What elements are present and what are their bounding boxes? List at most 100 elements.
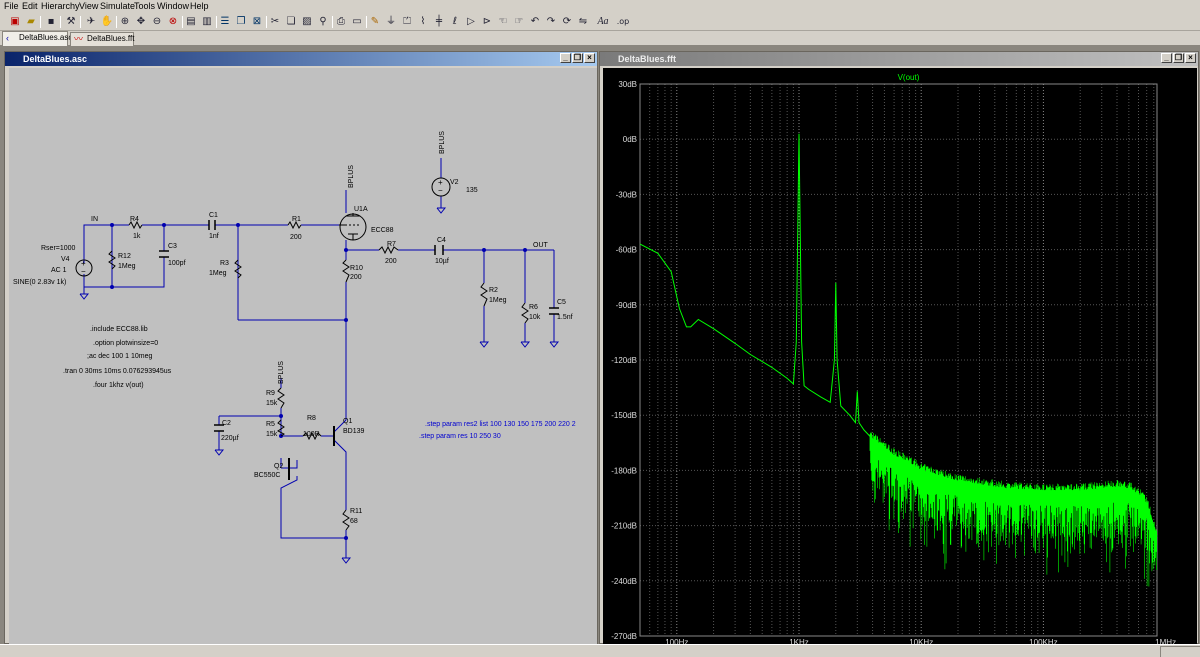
- r1-symbol: [287, 220, 302, 230]
- pan-icon[interactable]: ✥: [136, 16, 146, 27]
- print-icon[interactable]: ⎙: [337, 16, 345, 27]
- new-schematic-icon[interactable]: ▣: [10, 16, 20, 27]
- menu-tools[interactable]: Tools: [134, 1, 156, 11]
- print-preview-icon[interactable]: ▭: [352, 16, 362, 27]
- x-tick-label: 10KHz: [909, 638, 933, 646]
- r7-label: R7: [387, 241, 396, 248]
- save-icon[interactable]: ▪: [47, 16, 55, 27]
- text-icon[interactable]: Aa: [597, 16, 609, 27]
- menu-window[interactable]: Window: [157, 1, 190, 11]
- q1-label: Q1: [343, 418, 352, 425]
- fft-window-title: DeltaBlues.fft: [618, 54, 677, 64]
- schematic-canvas[interactable]: + − + −: [9, 68, 597, 644]
- menu-help[interactable]: Help: [190, 1, 209, 11]
- r6-label: R6: [529, 304, 538, 311]
- capacitor-icon[interactable]: ╪: [435, 16, 443, 27]
- cut-icon[interactable]: ✂: [270, 16, 280, 27]
- y-tick-label: -30dB: [616, 190, 637, 199]
- schematic-window[interactable]: DeltaBlues.asc _❐×: [4, 51, 598, 644]
- capacitors: [159, 220, 559, 432]
- fft-window-titlebar[interactable]: DeltaBlues.fft _❐×: [600, 52, 1198, 66]
- u1a-label: U1A: [354, 206, 368, 213]
- toolbar: ▣ ▰ ▪ ⚒ ✈ ✋ ⊕ ✥ ⊖ ⊗ ▤ ▥ ☰ ❐ ⊠ ✂ ❏ ▨ ⚲ ⎙ …: [0, 13, 1200, 31]
- noise-spikes: [869, 431, 1157, 587]
- q2-model: BC550C: [254, 472, 280, 479]
- halt-icon[interactable]: ✋: [100, 16, 114, 27]
- grid-horizontal: [640, 83, 1157, 637]
- zoom-in-icon[interactable]: ⊕: [120, 16, 130, 27]
- tile-horizontal-icon[interactable]: ☰: [220, 16, 230, 27]
- menu-simulate[interactable]: Simulate: [100, 1, 136, 11]
- r2-label: R2: [489, 287, 498, 294]
- restore-button[interactable]: ❐: [572, 53, 583, 63]
- drag-icon[interactable]: ☞: [514, 16, 524, 27]
- diode-icon[interactable]: ▷: [467, 16, 475, 27]
- menu-bar: File Edit Hierarchy View Simulate Tools …: [0, 0, 1200, 13]
- menu-edit[interactable]: Edit: [22, 1, 38, 11]
- paste-icon[interactable]: ▨: [302, 16, 312, 27]
- c1-label: C1: [209, 212, 218, 219]
- component-icon[interactable]: ⊳: [482, 16, 492, 27]
- close-window-icon[interactable]: ⊠: [252, 16, 262, 27]
- vout-trace: [639, 133, 1158, 537]
- c2-label: C2: [222, 420, 231, 427]
- spice-directive-icon[interactable]: .op: [616, 17, 630, 26]
- label-net-icon[interactable]: ⏍: [403, 16, 411, 27]
- schematic-window-titlebar[interactable]: DeltaBlues.asc _❐×: [5, 52, 597, 66]
- r2-symbol: [480, 282, 488, 307]
- status-pane: [1160, 646, 1200, 657]
- cascade-icon[interactable]: ❐: [236, 16, 246, 27]
- open-icon[interactable]: ▰: [27, 16, 35, 27]
- copy-icon[interactable]: ❏: [286, 16, 296, 27]
- directive-include: .include ECC88.lib: [90, 326, 148, 333]
- wire-icon[interactable]: ✎: [370, 16, 380, 27]
- r11-value: 68: [350, 518, 358, 525]
- ground-icon[interactable]: ⏚: [386, 16, 396, 27]
- directive-tran: .tran 0 30ms 10ms 0.076293945us: [63, 368, 172, 375]
- menu-file[interactable]: File: [4, 1, 19, 11]
- fft-close-button[interactable]: ×: [1185, 53, 1196, 63]
- y-tick-label: -180dB: [611, 466, 637, 475]
- step-directive-res2: .step param res2 list 100 130 150 175 20…: [425, 421, 576, 428]
- x-tick-label: 100KHz: [1029, 638, 1057, 646]
- schematic-window-title: DeltaBlues.asc: [23, 54, 88, 64]
- v2-value: 135: [466, 187, 478, 194]
- c4-label: C4: [437, 237, 446, 244]
- control-panel-icon[interactable]: ⚒: [66, 16, 76, 27]
- c5-label: C5: [557, 299, 566, 306]
- fft-restore-button[interactable]: ❐: [1173, 53, 1184, 63]
- step-directives: .step param res2 list 100 130 150 175 20…: [419, 421, 576, 440]
- mirror-icon[interactable]: ⇋: [578, 16, 588, 27]
- menu-hierarchy[interactable]: Hierarchy: [41, 1, 80, 11]
- r2-value: 1Meg: [489, 297, 507, 304]
- undo-icon[interactable]: ↶: [530, 16, 540, 27]
- r9-label: R9: [266, 390, 275, 397]
- zoom-extents-icon[interactable]: ▥: [202, 16, 212, 27]
- find-icon[interactable]: ⚲: [319, 16, 327, 27]
- zoom-cancel-icon[interactable]: ⊗: [168, 16, 178, 27]
- r3-value: 1Meg: [209, 270, 227, 277]
- status-bar: [0, 644, 1200, 657]
- close-button[interactable]: ×: [584, 53, 595, 63]
- rotate-icon[interactable]: ⟳: [562, 16, 572, 27]
- tab-fft[interactable]: 〰 DeltaBlues.fft: [70, 32, 134, 46]
- inductor-icon[interactable]: ℓ: [452, 16, 458, 27]
- autorange-icon[interactable]: ▤: [186, 16, 196, 27]
- fft-minimize-button[interactable]: _: [1161, 53, 1172, 63]
- y-tick-label: -150dB: [611, 411, 637, 420]
- resistor-icon[interactable]: ⌇: [420, 16, 426, 27]
- r7-symbol: [378, 245, 399, 255]
- menu-view[interactable]: View: [79, 1, 99, 11]
- r10-value: 200: [350, 274, 362, 281]
- tab-schematic[interactable]: ‹ DeltaBlues.asc: [2, 31, 72, 46]
- zoom-out-icon[interactable]: ⊖: [152, 16, 162, 27]
- y-tick-label: -270dB: [611, 632, 637, 641]
- move-icon[interactable]: ☜: [498, 16, 508, 27]
- run-icon[interactable]: ✈: [86, 16, 96, 27]
- minimize-button[interactable]: _: [560, 53, 571, 63]
- tab-fft-label: DeltaBlues.fft: [87, 34, 135, 43]
- redo-icon[interactable]: ↷: [546, 16, 556, 27]
- u1a-tube-symbol: [339, 213, 367, 241]
